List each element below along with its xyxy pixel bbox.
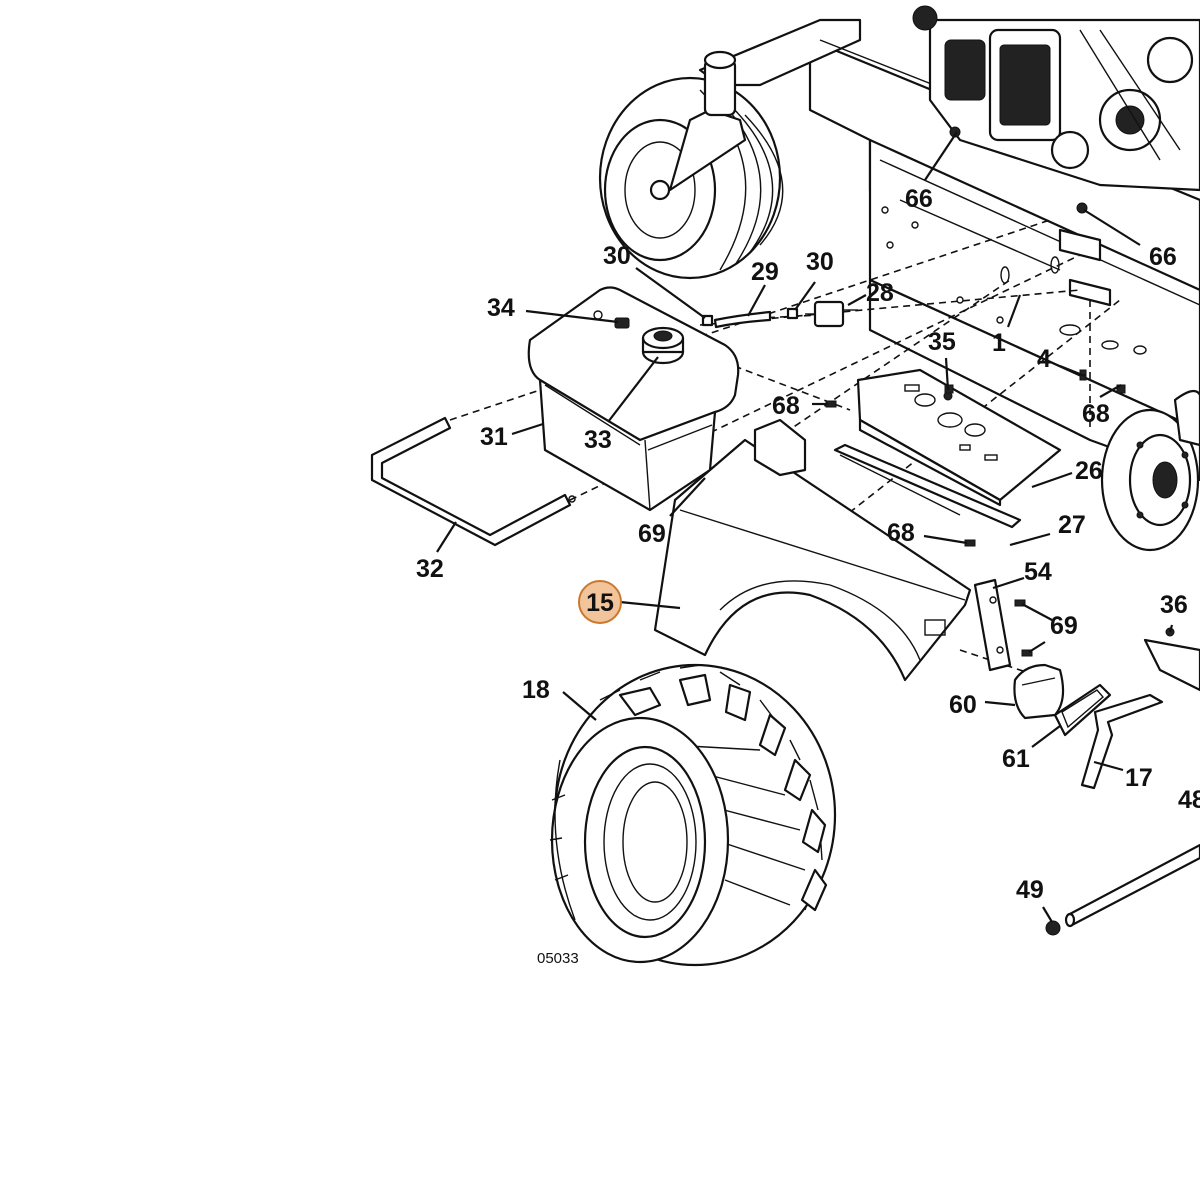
callout-27[interactable]: 27 bbox=[1058, 511, 1086, 539]
fuel-tank bbox=[527, 286, 740, 512]
callout-49[interactable]: 49 bbox=[1016, 876, 1044, 904]
highlight-callout-circle bbox=[578, 580, 622, 624]
panel-bracket bbox=[833, 443, 1022, 529]
callout-26[interactable]: 26 bbox=[1075, 457, 1103, 485]
callout-66a[interactable]: 66 bbox=[905, 185, 933, 213]
callout-68c[interactable]: 68 bbox=[887, 519, 915, 547]
wheel-hub bbox=[1100, 389, 1200, 692]
callout-31[interactable]: 31 bbox=[480, 423, 508, 451]
callout-15-highlighted[interactable]: 15 bbox=[586, 589, 614, 617]
callout-labels: 66 66 30 29 30 28 34 35 1 4 68 68 31 33 … bbox=[416, 185, 1200, 904]
fuel-line-parts bbox=[701, 300, 858, 329]
callout-4[interactable]: 4 bbox=[1037, 345, 1051, 373]
callout-35[interactable]: 35 bbox=[928, 328, 956, 356]
leader-lines bbox=[436, 131, 1174, 923]
callout-68a[interactable]: 68 bbox=[1082, 400, 1110, 428]
callout-30b[interactable]: 30 bbox=[806, 248, 834, 276]
callout-69b[interactable]: 69 bbox=[1050, 612, 1078, 640]
handle-bar bbox=[1080, 693, 1164, 790]
callout-29[interactable]: 29 bbox=[751, 258, 779, 286]
callout-33[interactable]: 33 bbox=[584, 426, 612, 454]
callout-66b[interactable]: 66 bbox=[1149, 243, 1177, 271]
control-panel bbox=[856, 368, 1062, 507]
tail-light bbox=[1013, 663, 1112, 737]
callout-34[interactable]: 34 bbox=[487, 294, 515, 322]
callout-30a[interactable]: 30 bbox=[603, 242, 631, 270]
callout-54[interactable]: 54 bbox=[1024, 558, 1052, 586]
callout-48[interactable]: 48 bbox=[1178, 786, 1200, 814]
axle-rod bbox=[1045, 843, 1200, 936]
callout-68b[interactable]: 68 bbox=[772, 392, 800, 420]
callout-18[interactable]: 18 bbox=[522, 676, 550, 704]
side-bracket bbox=[973, 578, 1012, 672]
caster-wheel bbox=[598, 50, 784, 280]
callout-32[interactable]: 32 bbox=[416, 555, 444, 583]
callout-36[interactable]: 36 bbox=[1160, 591, 1188, 619]
callout-1[interactable]: 1 bbox=[992, 329, 1006, 357]
callout-28[interactable]: 28 bbox=[866, 279, 894, 307]
callout-17[interactable]: 17 bbox=[1125, 764, 1153, 792]
callout-69a[interactable]: 69 bbox=[638, 520, 666, 548]
figure-number: 05033 bbox=[537, 950, 579, 967]
engine bbox=[912, 5, 1200, 192]
rear-tire bbox=[549, 663, 837, 967]
rear-fender bbox=[653, 418, 972, 682]
callout-60[interactable]: 60 bbox=[949, 691, 977, 719]
callout-61[interactable]: 61 bbox=[1002, 745, 1030, 773]
